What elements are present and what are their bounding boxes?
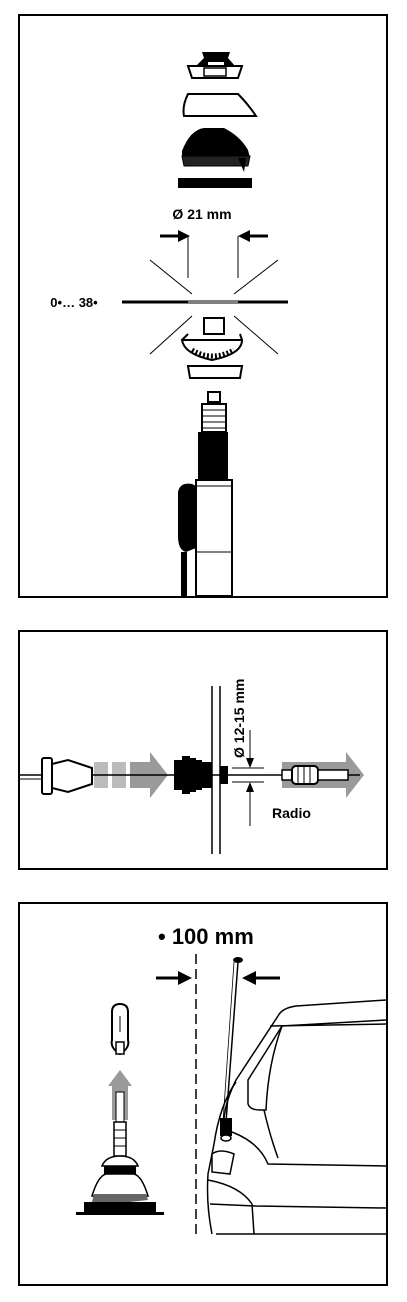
mount-assembly-diagram: Ø 21 mm 0•… 38•	[50, 52, 288, 596]
antenna-base-tool	[76, 1121, 164, 1215]
diameter-21mm-label: Ø 21 mm	[172, 206, 231, 222]
panel-mount-assembly: Ø 21 mm 0•… 38•	[18, 14, 388, 598]
car-tail-light	[211, 1150, 235, 1175]
antenna-cable	[178, 483, 196, 596]
washer-part	[182, 93, 258, 117]
diameter-dimension-arrows	[232, 730, 264, 826]
antenna-mast	[220, 957, 243, 1142]
toothed-washer-part	[180, 317, 244, 362]
radio-connector	[281, 765, 349, 785]
angle-range-label: 0•… 38•	[50, 295, 98, 310]
key-icon	[110, 1002, 130, 1056]
panel-mounting-distance: • 100 mm	[18, 902, 388, 1286]
radio-label: Radio	[272, 805, 311, 821]
angle-rays	[149, 259, 279, 355]
antenna-cap-part	[186, 52, 244, 79]
diameter-arrows	[160, 230, 268, 278]
car-rear-outline	[206, 999, 386, 1235]
distance-100mm-label: • 100 mm	[158, 924, 254, 949]
cable-routing-diagram: Ø 12-15 mm Radio	[20, 679, 364, 854]
body-sheet	[211, 686, 221, 854]
insertion-arrow-up	[108, 1070, 132, 1123]
cable-plug	[41, 757, 93, 795]
nut-part	[186, 365, 244, 379]
diameter-12-15mm-label: Ø 12-15 mm	[231, 679, 247, 758]
base-housing-part	[178, 128, 252, 188]
panel-cable-routing: Ø 12-15 mm Radio	[18, 630, 388, 870]
threaded-stud	[195, 391, 233, 596]
cable-grommet	[174, 756, 228, 794]
distance-arrows	[156, 971, 280, 985]
mounting-distance-diagram: • 100 mm	[76, 924, 386, 1235]
